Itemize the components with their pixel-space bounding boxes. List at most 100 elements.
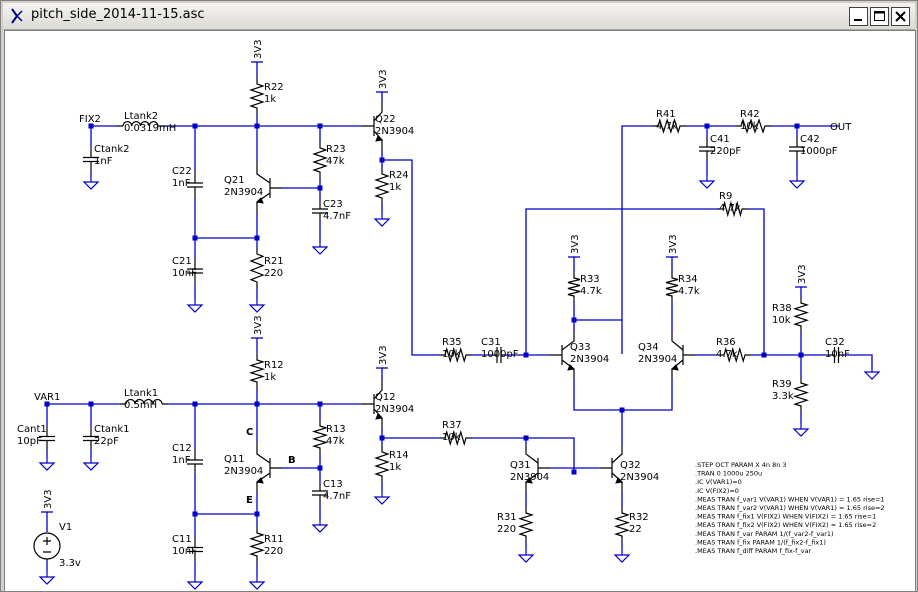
resistor-r37[interactable] (439, 429, 472, 447)
capacitor-c31[interactable] (492, 347, 506, 363)
component-value: 2N3904 (638, 354, 677, 365)
resistor-r42[interactable] (735, 118, 771, 134)
spice-directive[interactable]: .IC V(VAR1)=0 (695, 478, 742, 486)
resistor-r12[interactable] (248, 354, 266, 388)
component-ref: Q31 (510, 460, 531, 471)
resistor-r39[interactable] (793, 377, 809, 412)
resistor-r41[interactable] (652, 117, 686, 135)
inductor-body (117, 121, 164, 127)
capacitor-c22[interactable] (187, 172, 203, 198)
component-value: 2N3904 (224, 466, 263, 477)
resistor-r14[interactable] (374, 446, 390, 482)
voltage-source-v1[interactable] (33, 532, 61, 560)
resistor-r23[interactable] (312, 142, 328, 178)
component-ref: C41 (710, 134, 730, 145)
component-value: 3.3v (59, 558, 81, 569)
spice-directive[interactable]: .TRAN 0 1000u 250u (695, 470, 762, 478)
transistor-q33[interactable] (550, 332, 576, 378)
wire (194, 474, 257, 515)
ground-symbol (311, 242, 329, 255)
component-ref: C31 (481, 337, 501, 348)
resistor-r36[interactable] (718, 346, 751, 364)
transistor-q34[interactable] (670, 332, 695, 378)
resistor-r11[interactable] (249, 527, 265, 562)
spice-directive[interactable]: .IC V(FIX2)=0 (695, 487, 739, 495)
ground-symbol (792, 424, 810, 437)
component-ref: C42 (800, 134, 820, 145)
resistor-r9[interactable] (717, 200, 748, 218)
resistor-r13[interactable] (311, 420, 329, 454)
spice-directive[interactable]: .MEAS TRAN f_diff PARAM f_fix-f_var (695, 547, 812, 555)
capacitor-c11[interactable] (187, 537, 203, 562)
title-bar[interactable]: pitch_side_2014-11-15.asc (3, 3, 915, 30)
capacitor-ctank1[interactable] (83, 427, 99, 450)
resistor-r38[interactable] (793, 297, 809, 332)
spice-directive[interactable]: .MEAS TRAN f_var PARAM 1/(f_var2-f_var1) (695, 530, 834, 538)
component-value: 1nF (94, 156, 113, 167)
close-button[interactable] (891, 7, 910, 26)
resistor-r31[interactable] (518, 507, 534, 542)
minimize-button[interactable] (849, 7, 868, 26)
supply-label: 3V3 (570, 234, 581, 254)
resistor-body (439, 346, 472, 364)
wire (844, 354, 873, 367)
component-ref: Q34 (638, 342, 659, 353)
resistor-r32[interactable] (614, 507, 630, 542)
capacitor-ctank2[interactable] (83, 147, 99, 172)
capacitor-c21[interactable] (187, 259, 203, 283)
component-ref: R41 (656, 109, 676, 120)
capacitor-cant1[interactable] (39, 427, 55, 450)
transistor-q31[interactable] (524, 446, 550, 492)
resistor-r22[interactable] (249, 78, 265, 114)
spice-directive[interactable]: .STEP OCT PARAM X 4n 8n 3 (695, 461, 787, 469)
component-value: 1nF (172, 455, 191, 466)
transistor-q21[interactable] (255, 162, 282, 212)
transistor-q12[interactable] (362, 380, 384, 428)
component-value: 0.5mH (124, 400, 157, 411)
transistor-q32[interactable] (600, 446, 624, 492)
component-ref: R33 (580, 274, 600, 285)
ground-symbol (38, 572, 56, 585)
supply-label: 3V3 (668, 234, 679, 254)
resistor-r21[interactable] (249, 248, 265, 288)
capacitor-c42[interactable] (789, 138, 805, 160)
capacitor-body (187, 537, 203, 562)
component-ref: R13 (326, 424, 346, 435)
resistor-r24[interactable] (374, 168, 390, 204)
transistor-q11[interactable] (255, 442, 282, 492)
spice-directive[interactable]: .MEAS TRAN f_var1 V(VAR1) WHEN V(VAR1) =… (695, 495, 885, 503)
resistor-body (311, 420, 329, 454)
spice-directive[interactable]: .MEAS TRAN f_var2 V(VAR1) WHEN V(VAR1) =… (695, 504, 885, 512)
resistor-body (248, 354, 266, 388)
emitter-arrow (375, 135, 384, 142)
emitter-arrow (375, 413, 384, 420)
component-value: 4.7nF (323, 211, 351, 222)
capacitor-c12[interactable] (187, 450, 203, 474)
resistor-r35[interactable] (439, 346, 472, 364)
capacitor-c23[interactable] (312, 202, 328, 220)
wire (748, 208, 765, 354)
resistor-r33[interactable] (567, 272, 581, 302)
component-value: 2N3904 (620, 472, 659, 483)
wire (573, 378, 673, 411)
emitter-arrow (524, 477, 533, 484)
maximize-button[interactable] (870, 7, 889, 26)
capacitor-c41[interactable] (699, 138, 715, 160)
inductor-ltank1[interactable] (120, 398, 168, 405)
spice-directive[interactable]: .MEAS TRAN f_fix PARAM 1/(f_fix2-f_fix1) (695, 538, 826, 546)
component-ref: Cant1 (17, 424, 47, 435)
spice-directive[interactable]: .MEAS TRAN f_fix1 V(FIX2) WHEN V(FIX2) =… (695, 513, 876, 521)
emitter-arrow (615, 477, 624, 484)
capacitor-c32[interactable] (829, 347, 844, 363)
component-ref: R35 (442, 337, 462, 348)
capacitor-c13[interactable] (312, 484, 328, 502)
resistor-r34[interactable] (665, 272, 679, 302)
resistor-body (735, 118, 771, 134)
inductor-ltank2[interactable] (117, 121, 164, 127)
resistor-body (652, 117, 686, 135)
wire (194, 198, 257, 239)
transistor-q22[interactable] (362, 102, 384, 150)
spice-directive[interactable]: .MEAS TRAN f_fix2 V(FIX2) WHEN V(FIX2) =… (695, 521, 876, 529)
